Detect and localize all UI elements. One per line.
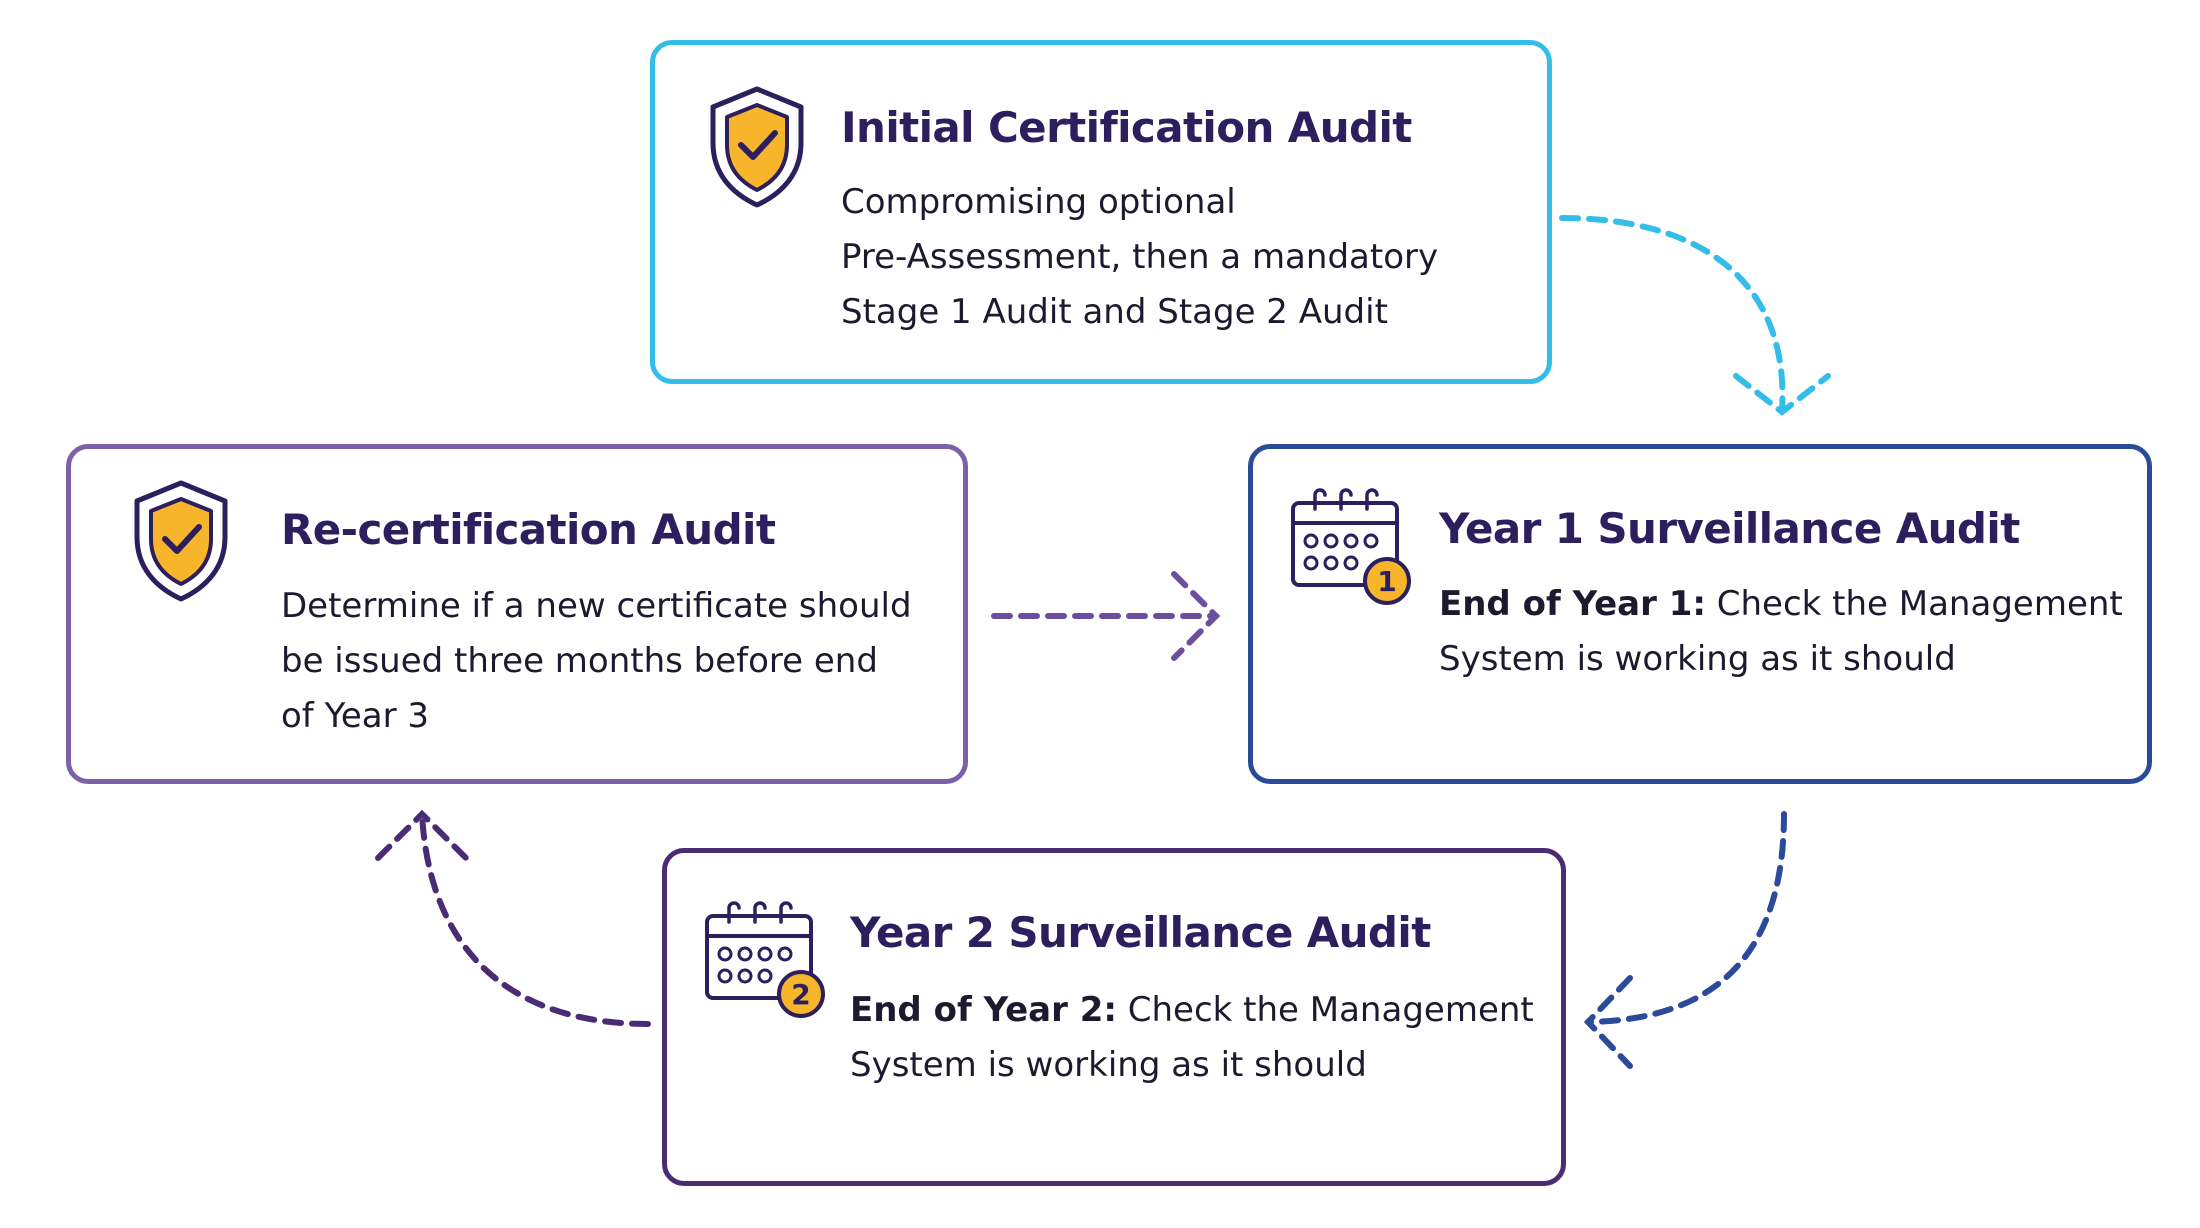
year2-badge-number: 2: [791, 978, 810, 1011]
year1-lead: End of Year 1:: [1439, 584, 1706, 624]
shield-check-icon: [705, 85, 809, 213]
year2-detail: Check the Management System is working a…: [850, 990, 1534, 1085]
year1-detail: Check the Management System is working a…: [1439, 584, 2123, 679]
year2-surveillance-card: 2 Year 2 Surveillance Audit End of Year …: [662, 848, 1566, 1186]
initial-certification-card: Initial Certification Audit Compromising…: [650, 40, 1552, 384]
calendar-badge: [1363, 557, 1411, 605]
recertification-title: Re-certification Audit: [281, 505, 776, 554]
calendar-icon: 1: [1287, 483, 1417, 617]
shield-check-icon: [129, 479, 233, 607]
arrow-initial-to-year1: [1559, 215, 1786, 415]
year2-lead: End of Year 2:: [850, 990, 1117, 1030]
year2-surveillance-description: End of Year 2: Check the Management Syst…: [850, 983, 1534, 1093]
arrowhead-recert-to-year1: [1171, 571, 1221, 661]
arrowhead-initial-to-year1: [1733, 373, 1831, 416]
recertification-description: Determine if a new certificate should be…: [281, 586, 912, 736]
arrow-year2-to-recert: [419, 811, 651, 1027]
recertification-card: Re-certification Audit Determine if a ne…: [66, 444, 968, 784]
initial-certification-title: Initial Certification Audit: [841, 103, 1412, 152]
calendar-badge: [777, 970, 825, 1018]
calendar-icon: 2: [701, 896, 831, 1030]
year1-surveillance-description: End of Year 1: Check the Management Syst…: [1439, 577, 2123, 687]
arrow-year1-to-year2: [1585, 811, 1787, 1025]
arrowhead-year2-to-recert: [375, 809, 469, 861]
year1-surveillance-title: Year 1 Surveillance Audit: [1439, 504, 2020, 553]
year1-badge-number: 1: [1377, 565, 1396, 598]
year1-surveillance-card: 1 Year 1 Surveillance Audit End of Year …: [1248, 444, 2152, 784]
year2-surveillance-title: Year 2 Surveillance Audit: [850, 908, 1431, 957]
initial-certification-description: Compromising optional Pre-Assessment, th…: [841, 182, 1439, 332]
arrowhead-year1-to-year2: [1583, 975, 1633, 1069]
